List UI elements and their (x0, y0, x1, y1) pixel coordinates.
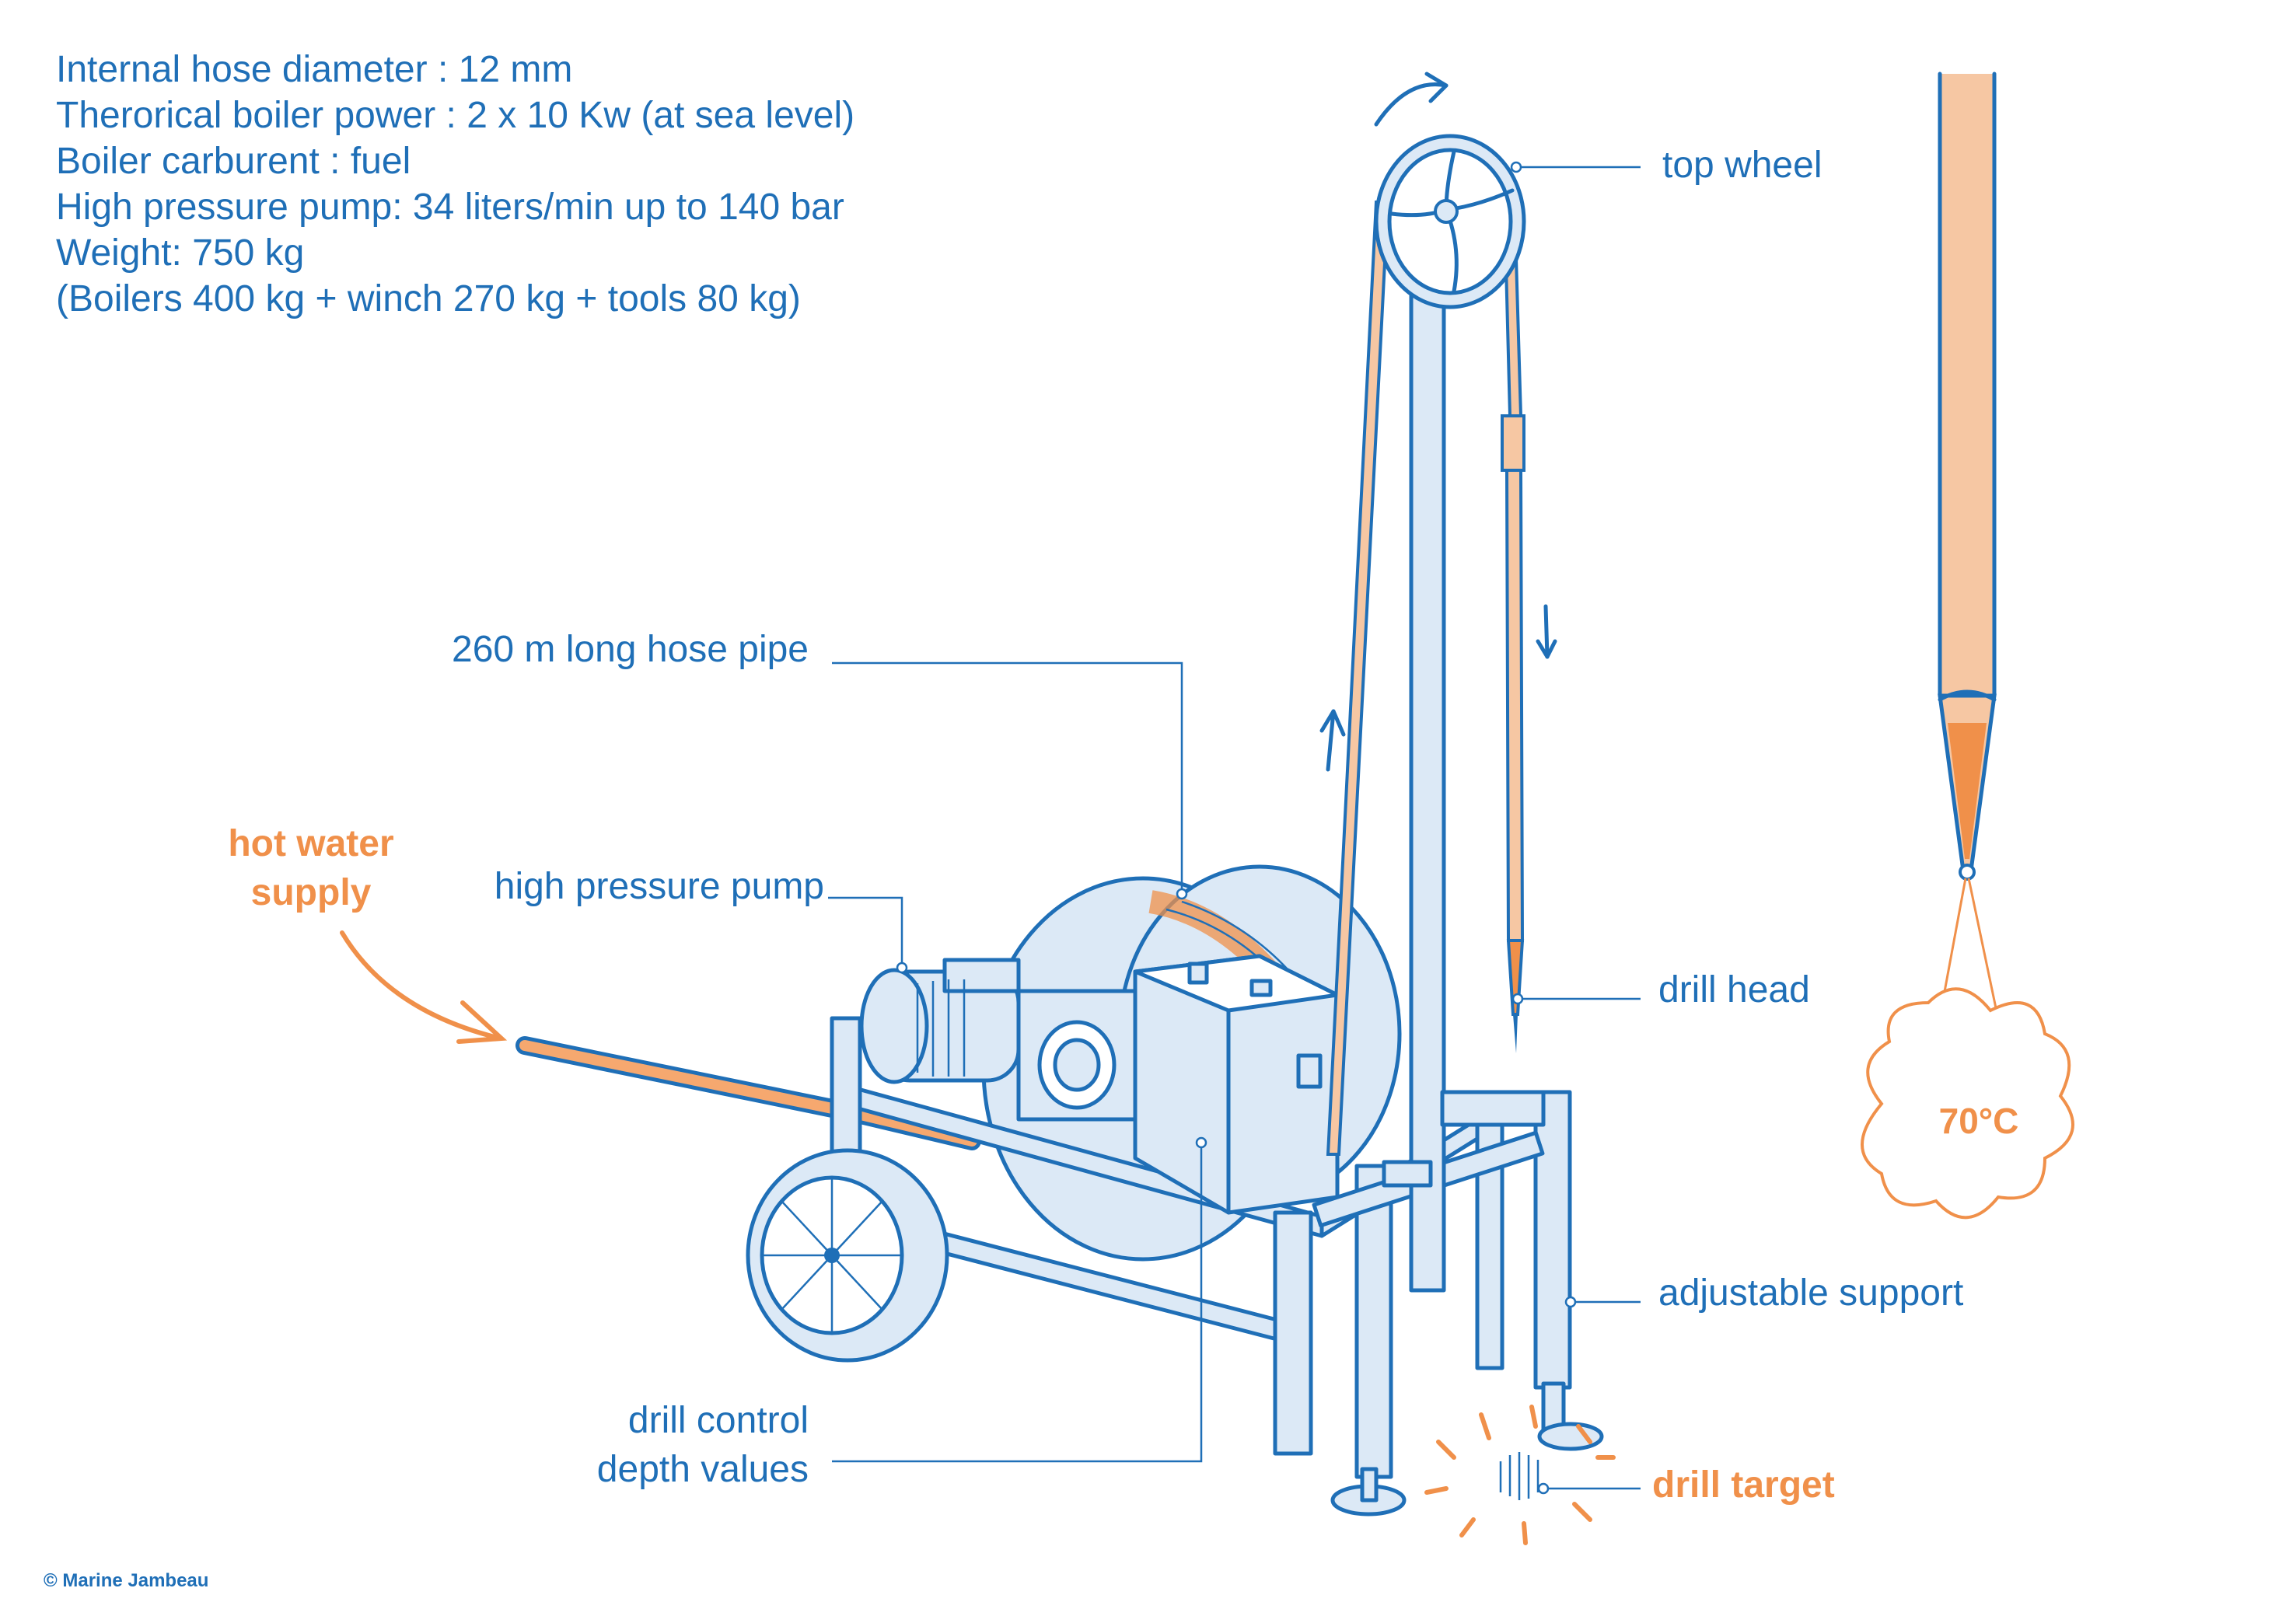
callout-lines (828, 161, 1641, 1495)
specifications: Internal hose diameter : 12 mm Therorica… (56, 47, 854, 322)
label-top-wheel: top wheel (1662, 145, 1822, 186)
top-wheel (1374, 72, 1526, 309)
down-arrow (1536, 604, 1557, 659)
label-drill-control-1: drill control (627, 1400, 809, 1441)
label-pump: high pressure pump (494, 866, 824, 907)
hot-water-hose (515, 1036, 981, 1150)
spec-line: Weight: 750 kg (56, 232, 305, 274)
label-drill-target: drill target (1652, 1464, 1835, 1506)
credit: © Marine Jambeau (44, 1570, 209, 1591)
drill-target-burst (1424, 1405, 1616, 1545)
label-hot-water-1: hot water (228, 823, 394, 864)
spec-line: Internal hose diameter : 12 mm (56, 49, 573, 90)
label-drill-head: drill head (1658, 969, 1810, 1010)
mast (1382, 277, 1546, 1293)
pump-head (1016, 989, 1138, 1122)
spec-line: High pressure pump: 34 liters/min up to … (56, 187, 844, 228)
label-hot-water-2: supply (250, 872, 372, 913)
cart-wheel (746, 1148, 949, 1363)
label-hose-pipe: 260 m long hose pipe (452, 629, 809, 670)
cable-right (1501, 204, 1525, 942)
temperature-cloud (1861, 987, 2074, 1220)
label-drill-control-2: depth values (596, 1449, 809, 1490)
drill-tip-detail (1934, 72, 2004, 1038)
control-box (1133, 954, 1340, 1215)
spec-line: (Boilers 400 kg + winch 270 kg + tools 8… (56, 278, 801, 319)
up-arrow (1319, 709, 1346, 772)
temperature-label: 70°C (1938, 1101, 2019, 1141)
spec-line: Boiler carburent : fuel (56, 141, 411, 182)
label-adjustable-support: adjustable support (1658, 1272, 1964, 1314)
spec-line: Therorical boiler power : 2 x 10 Kw (at … (56, 95, 855, 136)
hot-water-arrow (340, 930, 508, 1044)
pump-motor (859, 958, 1021, 1084)
